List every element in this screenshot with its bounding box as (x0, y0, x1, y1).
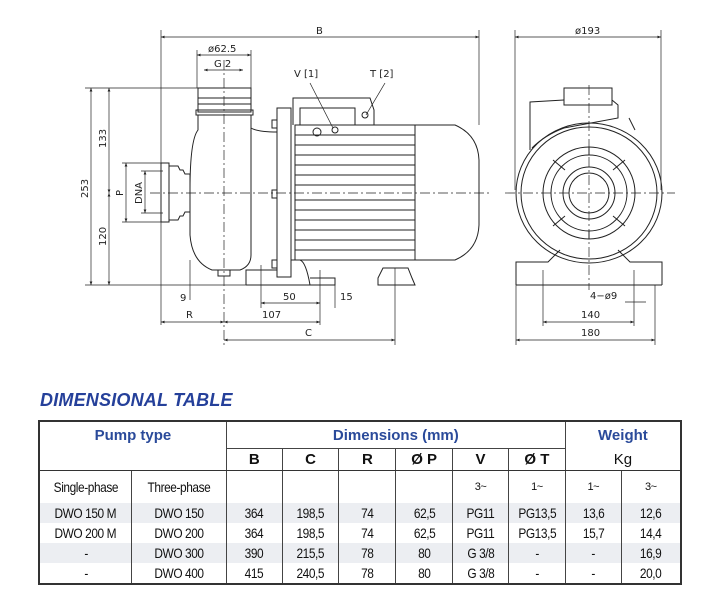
label-T: T [2] (369, 69, 394, 80)
dim-180: 180 (581, 328, 600, 339)
header-dimensions: Dimensions (mm) (225, 421, 566, 449)
col-P: Ø P (395, 448, 454, 471)
col-C: C (281, 448, 340, 471)
cell-w1: 13,6 (564, 503, 622, 523)
cell-C: 198,5 (281, 503, 340, 523)
cell-three: DWO 150 (131, 503, 227, 523)
label-V: V [1] (294, 69, 318, 80)
cell-B: 415 (225, 563, 283, 584)
cell-T: PG13,5 (507, 523, 566, 543)
cell-B: 364 (225, 503, 283, 523)
dim-P: P (115, 190, 126, 196)
weight-unit: Kg (564, 448, 682, 471)
cell-P: 80 (395, 563, 454, 584)
cell-w3: 20,0 (620, 563, 682, 584)
col-V: V (452, 448, 509, 471)
pump-technical-drawing: B ø62.5 G 2 V [1] T [2] 253 133 120 P DN… (80, 26, 675, 345)
cell-V: G 3/8 (452, 543, 509, 563)
cell-R: 78 (338, 563, 397, 584)
cell-R: 78 (338, 543, 397, 563)
dim-R: R (186, 310, 193, 321)
dimensional-table: Pump type Dimensions (mm) Weight B C R Ø… (38, 420, 682, 585)
cell-P: 62,5 (395, 503, 454, 523)
dim-phi-62: ø62.5 (208, 44, 236, 55)
cell-three: DWO 300 (131, 543, 227, 563)
cell-T: - (507, 543, 566, 563)
header-pump-type: Pump type (38, 421, 227, 471)
cell-w3: 12,6 (620, 503, 682, 523)
cell-R: 74 (338, 523, 397, 543)
dim-15: 15 (340, 292, 353, 303)
col-T: Ø T (507, 448, 566, 471)
col-R: R (338, 448, 397, 471)
pump-front-view (515, 87, 663, 286)
cell-w3: 14,4 (620, 523, 682, 543)
v-phase: 3~ (452, 470, 509, 503)
dim-107: 107 (262, 310, 281, 321)
phase-row: Single-phase Three-phase 3~ 1~ 1~ 3~ (38, 470, 682, 503)
dim-253: 253 (80, 179, 91, 198)
dim-140: 140 (581, 310, 600, 321)
weight-3-phase: 3~ (620, 470, 682, 503)
cell-C: 240,5 (281, 563, 340, 584)
cell-V: G 3/8 (452, 563, 509, 584)
cell-single: DWO 150 M (38, 503, 133, 523)
dim-9: 9 (180, 293, 186, 304)
dim-B: B (316, 26, 323, 37)
col-B: B (225, 448, 283, 471)
dim-G2: G 2 (214, 59, 231, 70)
three-phase-label: Three-phase (131, 470, 227, 503)
dim-holes: 4−ø9 (590, 291, 617, 302)
dim-50: 50 (283, 292, 296, 303)
pump-casing (160, 87, 278, 277)
cell-B: 364 (225, 523, 283, 543)
section-title: DIMENSIONAL TABLE (40, 390, 233, 410)
cell-C: 215,5 (281, 543, 340, 563)
cell-P: 80 (395, 543, 454, 563)
header-weight: Weight (564, 421, 682, 449)
cell-single: - (38, 543, 133, 563)
cell-w1: - (564, 543, 622, 563)
weight-1-phase: 1~ (564, 470, 622, 503)
dim-C: C (305, 328, 312, 339)
motor-body (292, 97, 480, 286)
dimension-lines (85, 30, 662, 345)
cell-w3: 16,9 (620, 543, 682, 563)
cell-w1: - (564, 563, 622, 584)
cell-P: 62,5 (395, 523, 454, 543)
centerlines (150, 60, 675, 345)
cell-w1: 15,7 (564, 523, 622, 543)
dim-120: 120 (98, 227, 109, 246)
cell-three: DWO 200 (131, 523, 227, 543)
t-phase: 1~ (507, 470, 566, 503)
single-phase-label: Single-phase (38, 470, 133, 503)
cell-R: 74 (338, 503, 397, 523)
dim-DNA: DNA (134, 182, 145, 204)
dim-133: 133 (98, 129, 109, 148)
dimension-labels: B ø62.5 G 2 V [1] T [2] 253 133 120 P DN… (80, 26, 617, 339)
cell-B: 390 (225, 543, 283, 563)
cell-T: PG13,5 (507, 503, 566, 523)
cell-single: DWO 200 M (38, 523, 133, 543)
cell-C: 198,5 (281, 523, 340, 543)
cell-three: DWO 400 (131, 563, 227, 584)
cell-V: PG11 (452, 523, 509, 543)
cell-single: - (38, 563, 133, 584)
cell-V: PG11 (452, 503, 509, 523)
dim-phi-193: ø193 (575, 26, 600, 37)
cell-T: - (507, 563, 566, 584)
